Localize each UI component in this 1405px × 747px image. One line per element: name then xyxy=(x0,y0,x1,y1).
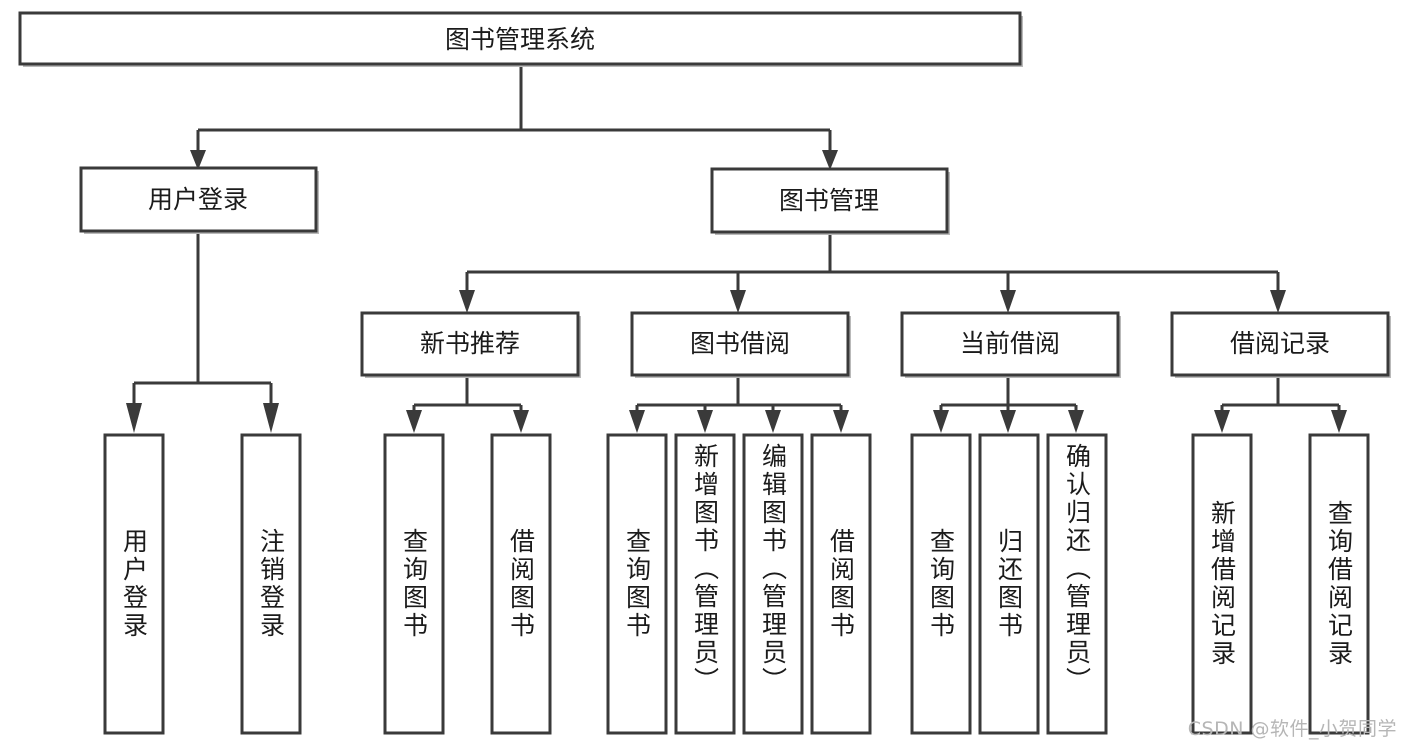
node-borrow-record-label: 借阅记录 xyxy=(1230,329,1330,358)
arrow-head-new-book xyxy=(459,290,475,313)
arrow-head-book-borrow xyxy=(730,290,746,313)
leaf-node-bb-add-book[interactable] xyxy=(674,433,736,735)
leaf-node-logout[interactable] xyxy=(240,433,302,735)
node-user-login-box xyxy=(79,166,318,233)
arrow-head-cb-leaf-2 xyxy=(1000,410,1016,433)
node-new-book-recommend[interactable]: 新书推荐 xyxy=(360,311,581,378)
node-user-login-label: 用户登录 xyxy=(148,185,248,214)
leaf-cb-return-book-box xyxy=(978,433,1040,735)
arrow-head-current-borrow xyxy=(1000,290,1016,313)
arrow-head-bb-leaf-4 xyxy=(833,410,849,433)
leaf-node-user-login[interactable] xyxy=(103,433,165,735)
leaf-node-bb-edit-book[interactable] xyxy=(742,433,804,735)
node-root-label: 图书管理系统 xyxy=(445,25,595,54)
leaf-cb-confirm-return-box xyxy=(1046,433,1108,735)
leaf-node-cb-query-book[interactable] xyxy=(910,433,972,735)
leaf-user-login-box xyxy=(103,433,165,735)
arrow-head-cb-leaf-3 xyxy=(1068,410,1084,433)
leaf-br-add-record-box xyxy=(1191,433,1253,735)
node-current-borrow[interactable]: 当前借阅 xyxy=(900,311,1121,378)
arrow-head-leaf-user-login xyxy=(126,403,142,433)
node-book-borrow-box xyxy=(630,311,850,377)
arrow-head-cb-leaf-1 xyxy=(933,410,949,433)
node-book-management[interactable]: 图书管理 xyxy=(710,167,950,235)
leaf-bb-add-book-box xyxy=(674,433,736,735)
leaf-node-bb-query-book[interactable] xyxy=(606,433,668,735)
arrow-head-br-leaf-1 xyxy=(1214,410,1230,433)
leaf-logout-box xyxy=(240,433,302,735)
node-user-login[interactable]: 用户登录 xyxy=(79,166,319,234)
arrow-head-leaf-logout xyxy=(263,403,279,433)
node-borrow-record-box xyxy=(1170,311,1390,377)
arrow-head-bb-leaf-3 xyxy=(765,410,781,433)
leaf-node-br-query-record[interactable] xyxy=(1308,433,1370,735)
node-new-book-recommend-box xyxy=(360,311,580,377)
arrow-head-borrow-record xyxy=(1270,290,1286,313)
arrow-head-book-mgmt xyxy=(822,150,838,170)
arrow-head-bb-leaf-2 xyxy=(697,410,713,433)
leaf-bb-edit-book-box xyxy=(742,433,804,735)
leaf-node-cb-confirm-return[interactable] xyxy=(1046,433,1108,735)
node-current-borrow-box xyxy=(900,311,1120,377)
node-book-management-label: 图书管理 xyxy=(779,186,879,215)
leaf-nb-query-book-box xyxy=(383,433,445,735)
leaf-node-nb-borrow-book[interactable] xyxy=(490,433,552,735)
leaf-bb-borrow-book-box xyxy=(810,433,872,735)
leaf-bb-query-book-box xyxy=(606,433,668,735)
node-new-book-recommend-label: 新书推荐 xyxy=(420,329,520,358)
arrow-head-nb-leaf-2 xyxy=(513,410,529,433)
leaf-br-query-record-box xyxy=(1308,433,1370,735)
arrow-head-br-leaf-2 xyxy=(1331,410,1347,433)
node-book-borrow[interactable]: 图书借阅 xyxy=(630,311,851,378)
node-book-borrow-label: 图书借阅 xyxy=(690,329,790,358)
connector-layer xyxy=(126,67,1347,433)
arrow-head-bb-leaf-1 xyxy=(629,410,645,433)
leaf-node-cb-return-book[interactable] xyxy=(978,433,1040,735)
node-book-management-box xyxy=(710,167,949,234)
node-borrow-record[interactable]: 借阅记录 xyxy=(1170,311,1391,378)
node-current-borrow-label: 当前借阅 xyxy=(960,329,1060,358)
arrow-head-nb-leaf-1 xyxy=(406,410,422,433)
leaf-node-bb-borrow-book[interactable] xyxy=(810,433,872,735)
leaf-node-br-add-record[interactable] xyxy=(1191,433,1253,735)
arrow-head-user-login xyxy=(190,150,206,170)
leaf-cb-query-book-box xyxy=(910,433,972,735)
node-root-box xyxy=(18,11,1022,66)
leaf-nb-borrow-book-box xyxy=(490,433,552,735)
node-root[interactable]: 图书管理系统 xyxy=(18,11,1023,67)
leaf-node-nb-query-book[interactable] xyxy=(383,433,445,735)
csdn-watermark: CSDN @软件_小贺同学 xyxy=(1187,718,1397,740)
